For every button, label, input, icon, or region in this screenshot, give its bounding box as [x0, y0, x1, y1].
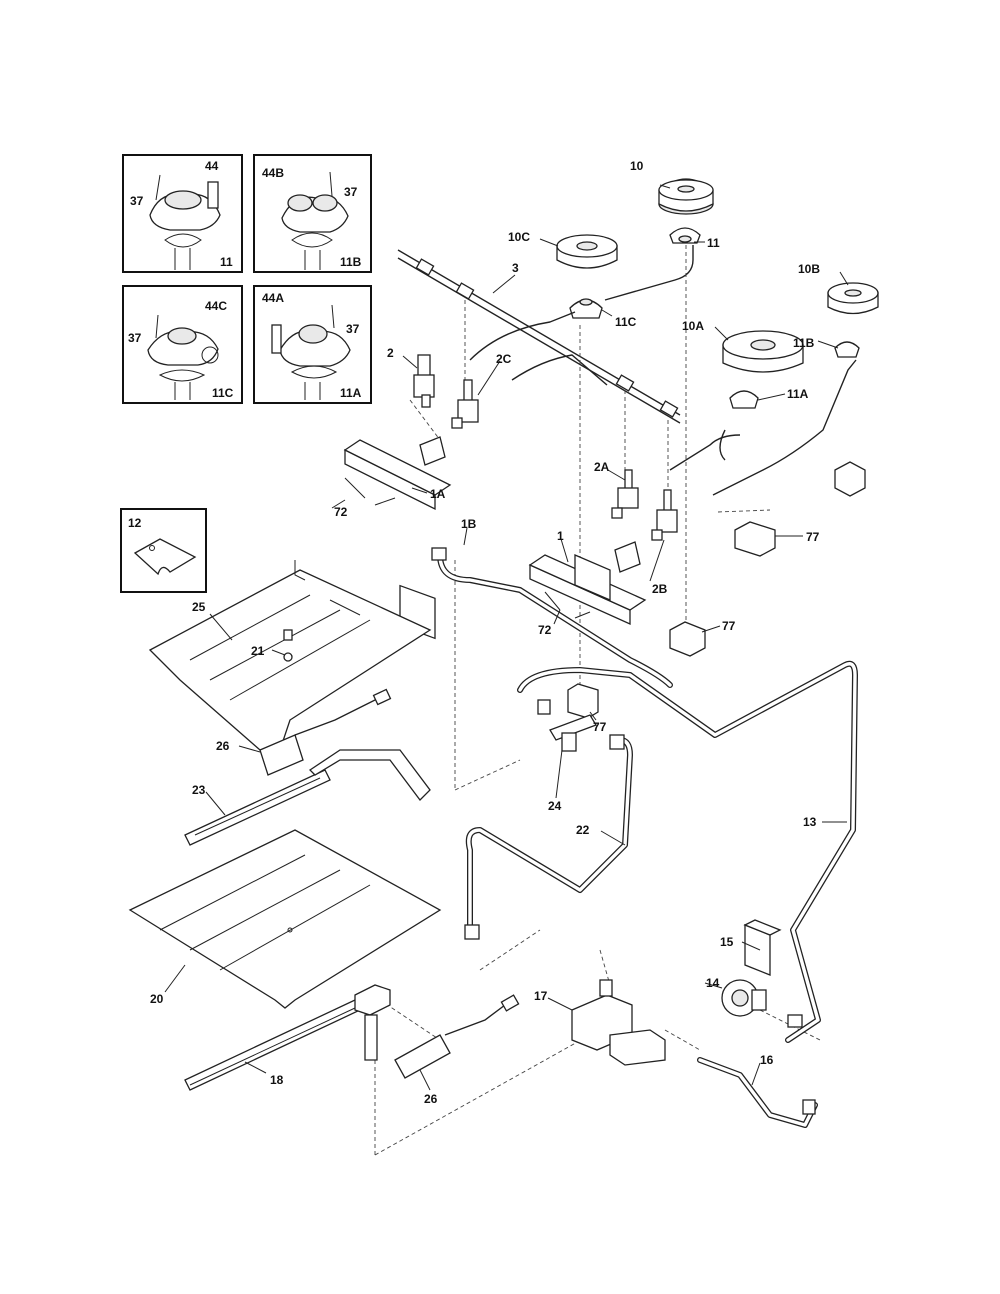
- part-labels: 10 11 10C 3 10B 11C 10A 11B 2 2C 11A 1A …: [150, 159, 820, 1106]
- inset-11a-label-44a: 44A: [262, 291, 284, 305]
- label-11: 11: [707, 236, 720, 250]
- thermostat-14: [721, 979, 767, 1017]
- label-2a: 2A: [594, 460, 610, 474]
- burner-base-11c: [569, 298, 603, 319]
- leader-lines: [164, 184, 849, 1091]
- igniter-26a: [259, 688, 392, 776]
- inset-11b: 44B 37 11B: [253, 154, 372, 273]
- inset-11c-label-44c: 44C: [205, 299, 227, 313]
- valve-2a: [611, 469, 639, 519]
- label-1: 1: [557, 529, 564, 543]
- label-1a: 1A: [430, 487, 446, 501]
- igniter-26b: [394, 994, 520, 1079]
- label-10c: 10C: [508, 230, 530, 244]
- tube-22: [464, 734, 633, 940]
- inset-11a-label-37: 37: [346, 322, 360, 336]
- inset-11c: 44C 37 11C: [122, 285, 243, 404]
- label-77c: 77: [593, 720, 607, 734]
- bracket-15: [743, 919, 782, 976]
- valve-2b: [651, 489, 678, 541]
- label-10: 10: [630, 159, 644, 173]
- label-2b: 2B: [652, 582, 668, 596]
- label-1b: 1B: [461, 517, 477, 531]
- alignment-lines: [374, 245, 821, 1156]
- burner-tubes: [469, 245, 857, 496]
- burner-1: [528, 541, 647, 626]
- label-11b: 11B: [793, 336, 815, 350]
- tube-1b: [431, 547, 673, 688]
- inset-11-label-37: 37: [130, 194, 144, 208]
- label-2: 2: [387, 346, 394, 360]
- label-22: 22: [576, 823, 590, 837]
- valve-2c: [451, 379, 479, 429]
- inset-11c-label-37: 37: [128, 331, 142, 345]
- bracket-77-b: [669, 621, 706, 657]
- label-72b: 72: [538, 623, 552, 637]
- label-16: 16: [760, 1053, 774, 1067]
- inset-11b-label-37: 37: [344, 185, 358, 199]
- burner-18: [184, 984, 391, 1091]
- regulator-17: [571, 979, 666, 1066]
- burner-cap-10b: [827, 282, 879, 315]
- valve-2: [413, 354, 435, 408]
- label-25: 25: [192, 600, 206, 614]
- tube-13: [517, 660, 858, 1043]
- inset-11a-id: 11A: [340, 386, 362, 400]
- burner-base-11a: [729, 390, 759, 409]
- screw-21: [283, 629, 293, 662]
- inset-11c-id: 11C: [212, 386, 234, 400]
- burner-cap-10: [658, 178, 714, 215]
- fitting-24: [549, 714, 597, 752]
- label-11c: 11C: [615, 315, 637, 329]
- inset-12-id: 12: [128, 516, 142, 530]
- label-17: 17: [534, 989, 548, 1003]
- burner-base-11b: [834, 341, 860, 358]
- inset-11-id: 11: [220, 255, 233, 269]
- label-24: 24: [548, 799, 562, 813]
- bracket-77-c: [567, 683, 599, 719]
- label-23: 23: [192, 783, 206, 797]
- label-11a: 11A: [787, 387, 809, 401]
- label-18: 18: [270, 1073, 284, 1087]
- label-26a: 26: [216, 739, 230, 753]
- label-72a: 72: [334, 505, 348, 519]
- label-13: 13: [803, 815, 817, 829]
- label-14: 14: [706, 976, 720, 990]
- label-77a: 77: [806, 530, 820, 544]
- label-26b: 26: [424, 1092, 438, 1106]
- label-10b: 10B: [798, 262, 820, 276]
- manifold-3: [397, 249, 681, 424]
- burner-cap-10c: [556, 234, 618, 269]
- inset-11-label-44: 44: [205, 159, 219, 173]
- screws-72: [344, 477, 591, 619]
- inset-11b-label-44b: 44B: [262, 166, 284, 180]
- label-3: 3: [512, 261, 519, 275]
- inset-11a: 44A 37 11A: [253, 285, 372, 404]
- label-10a: 10A: [682, 319, 704, 333]
- label-15: 15: [720, 935, 734, 949]
- tube-16: [697, 1057, 818, 1128]
- label-77b: 77: [722, 619, 736, 633]
- label-2c: 2C: [496, 352, 512, 366]
- bracket-77-a: [734, 461, 866, 557]
- label-21: 21: [251, 644, 265, 658]
- inset-11: 37 44 11: [122, 154, 243, 273]
- inset-12: 12: [120, 508, 207, 593]
- label-20: 20: [150, 992, 164, 1006]
- burner-base-11: [669, 227, 701, 244]
- burner-cap-10a: [722, 330, 804, 373]
- inset-11b-id: 11B: [340, 255, 362, 269]
- panel-20: [128, 829, 442, 1009]
- burner-23: [184, 749, 431, 846]
